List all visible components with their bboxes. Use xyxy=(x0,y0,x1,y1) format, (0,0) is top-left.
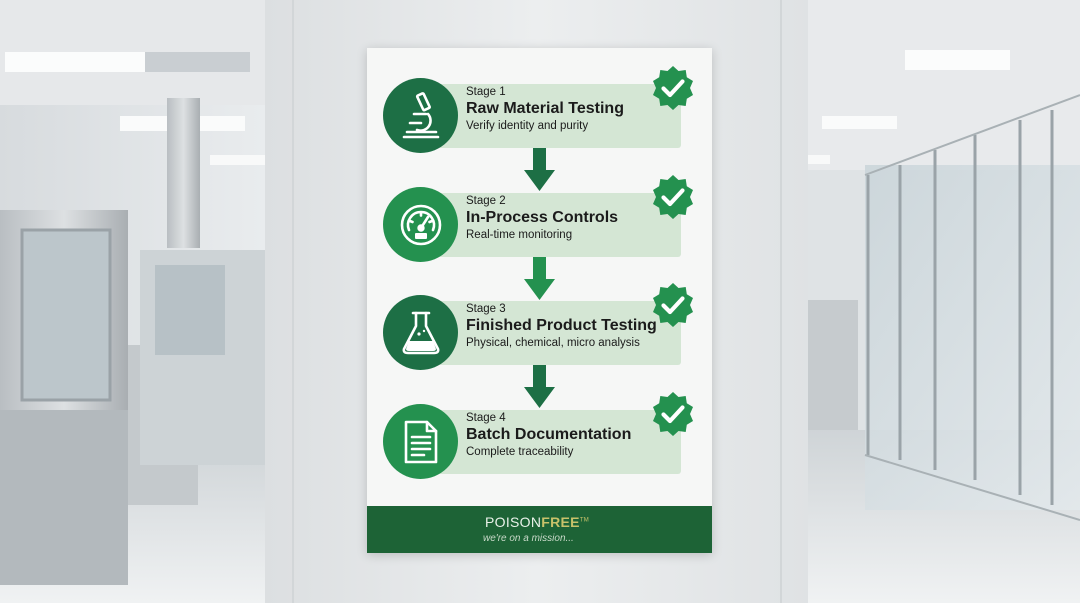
poster-footer: POISONFREETM we're on a mission... xyxy=(367,506,712,553)
stage-4-label: Stage 4 xyxy=(466,412,506,424)
stage-2-bar xyxy=(425,193,681,257)
stage-4-description: Complete traceability xyxy=(466,446,574,458)
down-arrow-icon xyxy=(524,257,555,300)
check-badge-icon xyxy=(653,392,693,436)
stage-1-bar xyxy=(425,84,681,148)
check-badge-icon xyxy=(653,283,693,327)
flask-icon xyxy=(383,295,458,370)
check-badge-icon xyxy=(653,66,693,110)
stage-3-description: Physical, chemical, micro analysis xyxy=(466,337,640,349)
stage-4-title: Batch Documentation xyxy=(466,426,632,443)
brand-logo: POISONFREETM xyxy=(485,514,589,530)
stage-1-label: Stage 1 xyxy=(466,86,506,98)
down-arrow-icon xyxy=(524,365,555,408)
microscope-icon xyxy=(383,78,458,153)
stage-4-bar xyxy=(425,410,681,474)
stage-3-bar xyxy=(425,301,681,365)
stage-1-title: Raw Material Testing xyxy=(466,100,624,117)
stage-4-card: Stage 4 Batch Documentation Complete tra… xyxy=(383,392,697,480)
stage-2-card: Stage 2 In-Process Controls Real-time mo… xyxy=(383,175,697,263)
down-arrow-icon xyxy=(524,148,555,191)
brand-tagline: we're on a mission... xyxy=(483,533,574,544)
stage-1-description: Verify identity and purity xyxy=(466,120,589,132)
stage-3-label: Stage 3 xyxy=(466,303,506,315)
stage-3-card: Stage 3 Finished Product Testing Physica… xyxy=(383,283,697,371)
stage-2-description: Real-time monitoring xyxy=(466,229,573,241)
brand-bold: FREE xyxy=(541,514,580,530)
gauge-icon xyxy=(383,187,458,262)
document-icon xyxy=(383,404,458,479)
brand-light: POISON xyxy=(485,514,542,530)
trademark: TM xyxy=(579,517,590,524)
stage-3-title: Finished Product Testing xyxy=(466,317,657,334)
stage-1-card: Stage 1 Raw Material Testing Verify iden… xyxy=(383,66,697,154)
quality-stages-poster: Stage 1 Raw Material Testing Verify iden… xyxy=(367,48,712,553)
stage-2-label: Stage 2 xyxy=(466,195,506,207)
stage-2-title: In-Process Controls xyxy=(466,209,619,226)
check-badge-icon xyxy=(653,175,693,219)
